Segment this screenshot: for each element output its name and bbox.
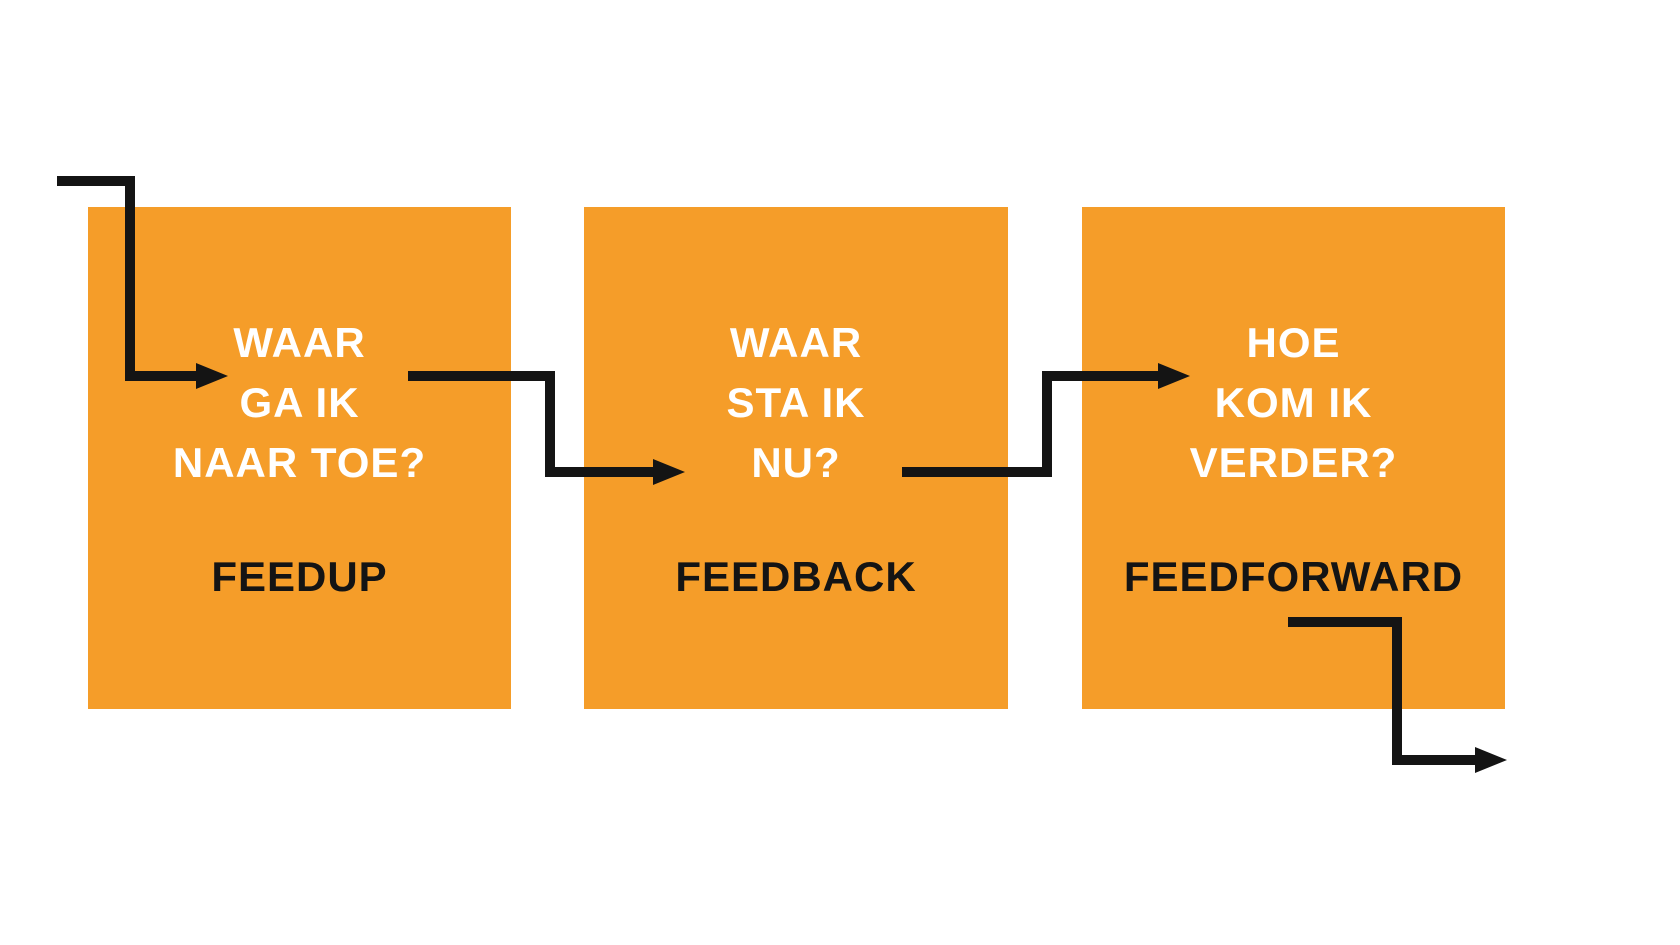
feedup-label: FEEDUP (211, 553, 388, 600)
flow-box-feedforward: HOE KOM IK VERDER? FEEDFORWARD (1082, 207, 1505, 709)
question-line: STA IK (726, 379, 866, 426)
question-line: NU? (751, 439, 841, 486)
question-line: VERDER? (1189, 439, 1398, 486)
question-line: KOM IK (1214, 379, 1373, 426)
feedforward-question: HOE KOM IK VERDER? (1082, 313, 1505, 493)
flow-box-feedup: WAAR GA IK NAAR TOE? FEEDUP (88, 207, 511, 709)
feedup-question: WAAR GA IK NAAR TOE? (88, 313, 511, 493)
feedback-label: FEEDBACK (675, 553, 917, 600)
question-line: HOE (1246, 319, 1341, 366)
question-line: GA IK (239, 379, 360, 426)
question-line: NAAR TOE? (172, 439, 427, 486)
feedforward-label: FEEDFORWARD (1123, 553, 1464, 600)
question-line: WAAR (233, 319, 366, 366)
question-line: WAAR (729, 319, 863, 366)
flow-box-feedback: WAAR STA IK NU? FEEDBACK (584, 207, 1008, 709)
feedback-question: WAAR STA IK NU? (584, 313, 1008, 493)
